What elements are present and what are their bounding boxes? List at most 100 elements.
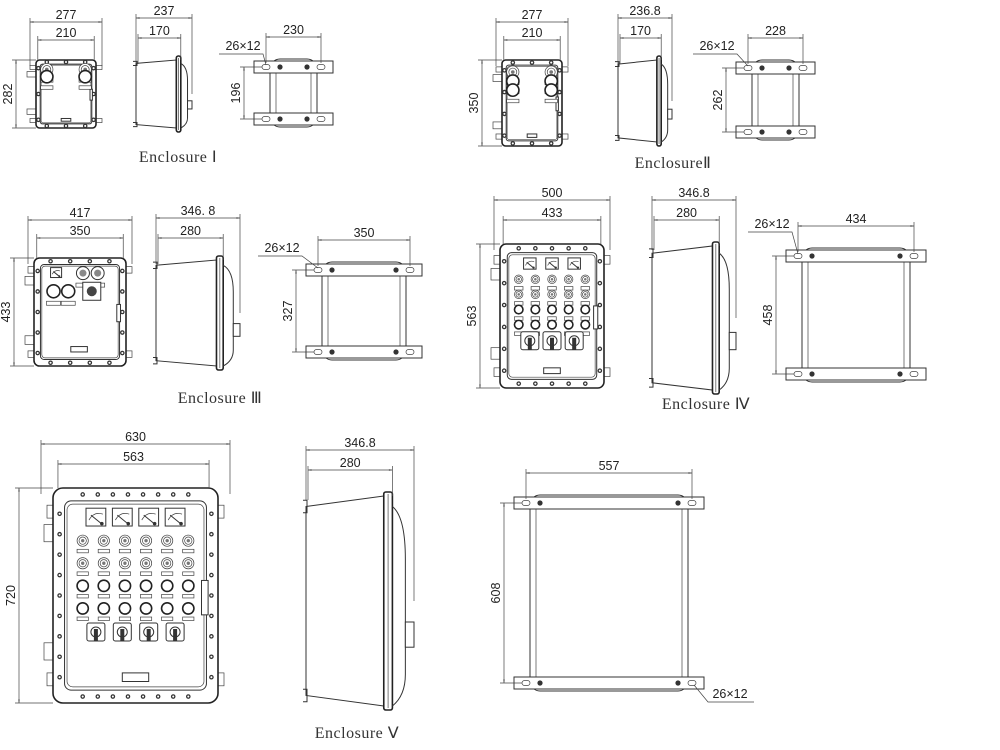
hinge: [43, 642, 54, 661]
bolt-hole: [45, 124, 48, 127]
mounting-slot: [909, 253, 919, 259]
bolt-hole: [530, 61, 534, 64]
nameplate: [118, 571, 131, 576]
bolt-hole: [598, 260, 601, 263]
pilot-light-ring: [565, 291, 572, 298]
side-overall-depth-dimension: 346.8: [651, 186, 737, 318]
nameplate: [118, 594, 131, 599]
bolt-hole: [503, 369, 506, 372]
enclosure-caption: Enclosure Ⅰ: [139, 149, 217, 166]
side-body-depth-dimension: 170: [137, 24, 182, 64]
door-handle: [555, 96, 559, 112]
slot-size-label: 26×12: [712, 687, 747, 701]
push-button: [46, 283, 61, 299]
bolt-hole: [58, 574, 61, 577]
rail-bolt: [897, 371, 903, 377]
selector-knob: [173, 628, 178, 641]
label-plate: [60, 117, 72, 122]
bolt-hole: [121, 352, 124, 355]
push-button: [563, 319, 574, 330]
nameplate: [76, 548, 89, 554]
nameplate: [514, 286, 524, 291]
dimension-label: 350: [467, 93, 481, 114]
pilot-light-ring: [184, 559, 193, 568]
selector-knob: [572, 337, 577, 350]
bolt-hole: [58, 594, 61, 597]
front-overall-width-dimension: 417: [27, 206, 133, 264]
nameplate: [182, 548, 195, 554]
pilot-light-lens: [567, 278, 570, 281]
push-button: [118, 601, 132, 615]
dimension-label: 608: [489, 583, 503, 604]
pilot-light-ring: [78, 559, 87, 568]
dimension-label: 282: [1, 84, 15, 105]
bolt-hole: [58, 553, 61, 556]
bolt-hole: [96, 695, 99, 698]
bolt-hole: [550, 61, 553, 64]
bolt-hole: [92, 92, 95, 96]
bracket-top: [303, 499, 308, 514]
dimension-label: 557: [599, 459, 620, 473]
nameplate: [118, 548, 131, 554]
pilot-light-ring: [163, 536, 172, 545]
mounting-slot: [793, 253, 803, 259]
pilot-light-lens: [584, 293, 587, 296]
enclosure-outline: [321, 261, 407, 361]
rail-bolt: [329, 267, 335, 273]
hinge: [43, 524, 54, 543]
pilot-light-ring: [532, 276, 539, 283]
enclosure-outline: [269, 58, 318, 128]
mounting-slot: [405, 349, 415, 355]
selector-knob: [93, 628, 98, 641]
bolt-hole: [598, 325, 601, 328]
leader-line: [219, 53, 267, 66]
nameplate: [580, 286, 590, 291]
mounting-view: [253, 58, 334, 128]
handle-side: [187, 100, 193, 110]
dimension-label: 277: [522, 8, 543, 22]
hinge: [492, 121, 503, 130]
dimension-label: 277: [56, 8, 77, 22]
enclosure-side-body: [617, 59, 658, 143]
pilot-light-lens: [144, 538, 148, 543]
pilot-light-ring: [120, 536, 129, 545]
dimension-label: 262: [711, 90, 725, 111]
push-button: [513, 304, 524, 315]
pilot-light-lens: [144, 561, 148, 565]
mounting-slot: [313, 267, 323, 273]
nameplate: [140, 548, 153, 554]
push-button: [580, 304, 591, 315]
bolt-hole: [187, 493, 190, 496]
bolt-hole: [58, 655, 61, 658]
nameplate: [544, 98, 558, 104]
mount-hole-spacing-x-dimension: 228: [747, 24, 804, 64]
bracket-bottom: [153, 357, 158, 365]
mounting-slot: [793, 371, 803, 377]
bolt-hole: [36, 269, 39, 272]
enclosure-caption: Enclosure Ⅴ: [315, 725, 399, 742]
push-button: [181, 601, 195, 615]
door-handle: [201, 579, 209, 616]
analog-meter: [164, 507, 186, 527]
dimension-label: 563: [123, 450, 144, 464]
pilot-light-lens: [510, 70, 515, 74]
rail-bolt: [329, 349, 335, 355]
mounting-slot: [313, 349, 323, 355]
rail-bolt: [277, 116, 283, 122]
bolt-hole: [69, 260, 72, 263]
slot-size-callout: 26×12: [219, 39, 267, 66]
pilot-light-lens: [79, 269, 87, 277]
bolt-hole: [58, 533, 61, 536]
meter-scale: [525, 260, 535, 266]
pilot-light-ring: [184, 536, 193, 545]
rail-bolt: [537, 500, 543, 506]
bracket-bottom: [133, 122, 138, 128]
enclosure-caption: Enclosure Ⅲ: [178, 390, 263, 407]
push-button: [97, 579, 111, 593]
slot-size-callout: 26×12: [693, 684, 754, 703]
dimension-label: 720: [4, 585, 18, 606]
pilot-light-lens: [550, 293, 554, 296]
dimension-label: 228: [765, 24, 786, 38]
enclosure-side-body: [651, 245, 713, 391]
